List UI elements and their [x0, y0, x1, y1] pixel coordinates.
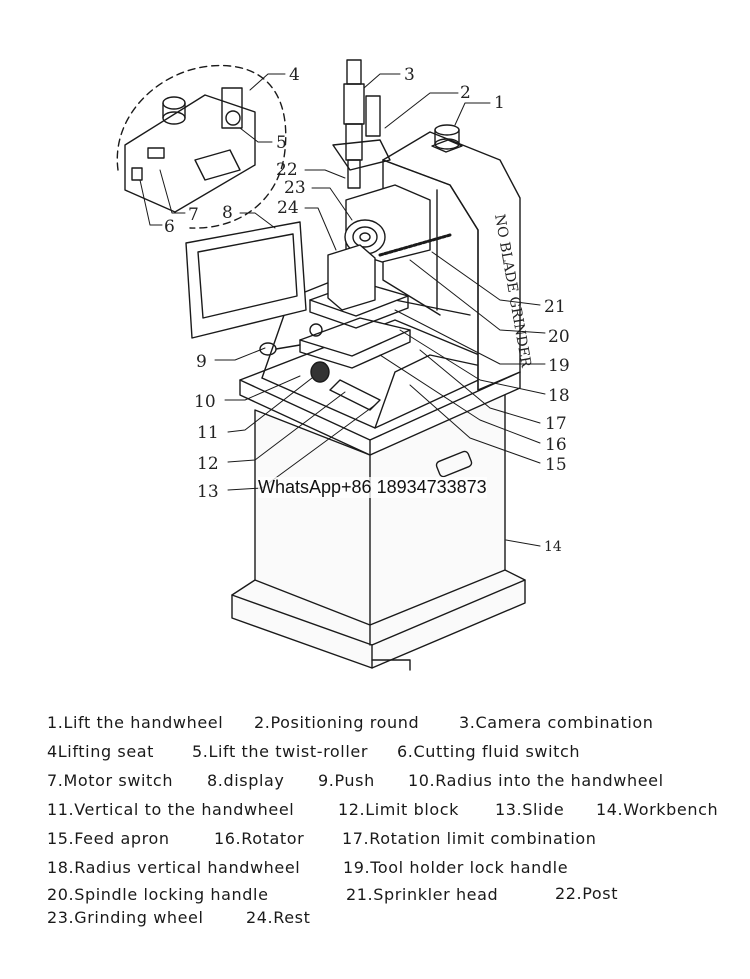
legend-item-19: 19.Tool holder lock handle [343, 858, 569, 877]
callout-24: 24 [277, 198, 299, 218]
legend-item-16: 16.Rotator [214, 829, 305, 848]
machine-diagram: NO BLADE GRINDER 1 2 3 4 5 6 7 8 22 23 2… [116, 59, 570, 671]
callout-10: 10 [194, 392, 216, 412]
callout-5: 5 [276, 133, 287, 153]
callout-17: 17 [545, 414, 567, 434]
legend-item-2: 2.Positioning round [254, 713, 420, 732]
legend-item-8: 8.display [207, 771, 285, 790]
callout-16: 16 [545, 435, 567, 455]
legend-item-4: 4Lifting seat [47, 742, 155, 761]
callout-14: 14 [544, 539, 562, 555]
legend-item-10: 10.Radius into the handwheel [408, 771, 664, 790]
legend-item-15: 15.Feed apron [47, 829, 170, 848]
cross-slide [259, 244, 411, 411]
legend-item-14: 14.Workbench [596, 800, 719, 819]
legend-row-7: 20.Spindle locking handle 21.Sprinkler h… [0, 884, 750, 909]
legend-item-23: 23.Grinding wheel [47, 908, 204, 927]
callout-20: 20 [548, 327, 570, 347]
legend-row-2: 4Lifting seat 5.Lift the twist-roller 6.… [0, 742, 750, 766]
legend-item-5: 5.Lift the twist-roller [192, 742, 368, 761]
legend-row-3: 7.Motor switch 8.display 9.Push 10.Radiu… [0, 771, 750, 795]
legend-row-5: 15.Feed apron 16.Rotator 17.Rotation lim… [0, 829, 750, 853]
legend-row-6: 18.Radius vertical handwheel 19.Tool hol… [0, 858, 750, 882]
callout-19: 19 [548, 356, 570, 376]
legend-item-9: 9.Push [318, 771, 375, 790]
callout-23: 23 [284, 178, 306, 198]
legend-item-24: 24.Rest [246, 908, 311, 927]
watermark-text: WhatsApp+86 18934733873 [258, 477, 487, 498]
legend-item-17: 17.Rotation limit combination [342, 829, 597, 848]
callout-1: 1 [494, 93, 505, 113]
cabinet-base [231, 389, 526, 671]
legend-row-4: 11.Vertical to the handwheel 12.Limit bl… [0, 800, 750, 824]
legend-item-12: 12.Limit block [338, 800, 460, 819]
callout-3: 3 [404, 65, 415, 85]
lift-handwheel-drawing [431, 124, 463, 153]
callout-8: 8 [222, 203, 233, 223]
legend-item-13: 13.Slide [495, 800, 565, 819]
callout-4: 4 [289, 65, 300, 85]
callout-21: 21 [544, 297, 566, 317]
worktable [239, 281, 521, 456]
camera-column [332, 59, 391, 189]
callout-9: 9 [196, 352, 207, 372]
display-monitor [185, 221, 307, 339]
callout-18: 18 [548, 386, 570, 406]
legend-item-22: 22.Post [555, 884, 619, 903]
callout-6: 6 [164, 217, 175, 237]
callout-11: 11 [197, 423, 219, 443]
callout-15: 15 [545, 455, 567, 475]
legend-item-18: 18.Radius vertical handwheel [47, 858, 301, 877]
callout-13: 13 [197, 482, 219, 502]
legend-row-1: 1.Lift the handwheel 2.Positioning round… [0, 713, 750, 737]
legend-item-7: 7.Motor switch [47, 771, 174, 790]
inset-detail [116, 64, 287, 229]
legend-item-3: 3.Camera combination [459, 713, 654, 732]
leader-lines [139, 73, 546, 547]
callout-22: 22 [276, 160, 298, 180]
legend-item-11: 11.Vertical to the handwheel [47, 800, 295, 819]
legend-item-21: 21.Sprinkler head [346, 885, 499, 904]
legend-row-8: 23.Grinding wheel 24.Rest [0, 908, 750, 932]
callout-2: 2 [460, 83, 471, 103]
legend-item-1: 1.Lift the handwheel [47, 713, 224, 732]
legend-item-20: 20.Spindle locking handle [47, 885, 269, 904]
callout-7: 7 [188, 205, 199, 225]
inset-parts [124, 87, 256, 213]
legend-item-6: 6.Cutting fluid switch [397, 742, 581, 761]
callout-12: 12 [197, 454, 219, 474]
